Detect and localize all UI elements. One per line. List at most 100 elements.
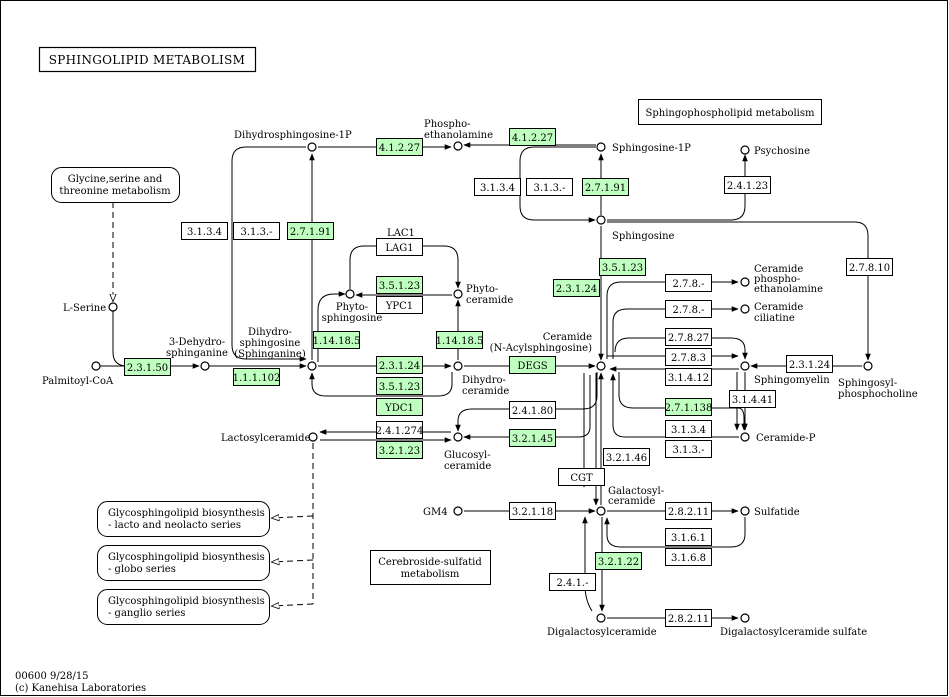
compound-node-ceramide-ciliatine[interactable] — [740, 304, 750, 314]
compound-node-palmitoyl-coa[interactable] — [91, 361, 101, 371]
enzyme-2-7-8-b[interactable]: 2.7.8.- — [665, 300, 712, 318]
map-link-glycosphingolipid-lacto[interactable] — [97, 501, 270, 537]
compound-node-phosphoethanolamine[interactable] — [453, 141, 463, 151]
enzyme-ydc1[interactable]: YDC1 — [376, 398, 423, 416]
enzyme-3-5-1-23-c[interactable]: 3.5.1.23 — [599, 258, 646, 276]
map-link-glycosphingolipid-globo[interactable] — [97, 545, 270, 581]
compound-node-lactosylceramide[interactable] — [308, 432, 318, 442]
enzyme-2-3-1-24-b[interactable]: 2.3.1.24 — [553, 279, 600, 297]
reaction-lines — [100, 142, 871, 621]
enzyme-3-2-1-18[interactable]: 3.2.1.18 — [509, 502, 556, 520]
enzyme-4-1-2-27-a[interactable]: 4.1.2.27 — [376, 138, 423, 156]
enzyme-2-3-1-50[interactable]: 2.3.1.50 — [124, 358, 171, 376]
compound-node-phytosphingosine[interactable] — [345, 289, 355, 299]
enzyme-3-1-3-4-b[interactable]: 3.1.3.4 — [474, 178, 521, 196]
compound-node-sulfatide[interactable] — [740, 506, 750, 516]
enzyme-4-1-2-27-b[interactable]: 4.1.2.27 — [509, 128, 556, 146]
enzyme-2-4-1-80[interactable]: 2.4.1.80 — [509, 401, 556, 419]
enzyme-2-7-8-3[interactable]: 2.7.8.3 — [665, 348, 712, 366]
svg-text:2.7.1.91: 2.7.1.91 — [585, 183, 626, 194]
compound-node-sphingomyelin[interactable] — [740, 361, 750, 371]
enzyme-lag1[interactable]: LAG1 — [376, 238, 423, 256]
enzyme-2-4-1-23[interactable]: 2.4.1.23 — [724, 176, 771, 194]
map-link-sphingophospholipid[interactable] — [638, 99, 822, 125]
enzyme-2-7-8-a[interactable]: 2.7.8.- — [665, 274, 712, 292]
enzyme-3-1-3-c[interactable]: 3.1.3.- — [665, 440, 712, 458]
enzyme-3-2-1-45[interactable]: 3.2.1.45 — [509, 429, 556, 447]
gene-label-lac1: LAC1 — [387, 228, 415, 239]
svg-text:3.1.3.-: 3.1.3.- — [672, 445, 704, 456]
enzyme-2-8-2-11-a[interactable]: 2.8.2.11 — [665, 502, 712, 520]
enzyme-3-2-1-46[interactable]: 3.2.1.46 — [603, 448, 650, 466]
enzyme-3-1-3-a[interactable]: 3.1.3.- — [233, 222, 280, 240]
enzyme-3-1-4-12[interactable]: 3.1.4.12 — [665, 368, 712, 386]
compound-node-sphingosylphosphocholine[interactable] — [863, 361, 873, 371]
compound-node-ceramide-p[interactable] — [740, 432, 750, 442]
enzyme-cgt[interactable]: CGT — [558, 468, 605, 486]
enzyme-1-14-18-5-a[interactable]: 1.14.18.5 — [313, 331, 361, 349]
svg-text:3.1.3.4: 3.1.3.4 — [480, 183, 515, 194]
enzyme-2-4-1-274[interactable]: 2.4.1.274 — [376, 421, 424, 439]
compound-node-digalactosylceramide-sulfate[interactable] — [740, 613, 750, 623]
enzyme-2-7-8-27[interactable]: 2.7.8.27 — [665, 328, 712, 346]
enzyme-1-14-18-5-b[interactable]: 1.14.18.5 — [436, 331, 484, 349]
svg-text:2.4.1.274: 2.4.1.274 — [376, 426, 424, 437]
compound-node-glucosylceramide[interactable] — [453, 432, 463, 442]
enzyme-ypc1[interactable]: YPC1 — [376, 296, 423, 314]
enzyme-3-1-3-4-c[interactable]: 3.1.3.4 — [665, 420, 712, 438]
enzyme-3-5-1-23-a[interactable]: 3.5.1.23 — [376, 276, 423, 294]
enzyme-2-4-1[interactable]: 2.4.1.- — [549, 573, 596, 591]
compound-node-3-dehydrosphinganine[interactable] — [200, 361, 210, 371]
map-link-glycosphingolipid-globo-label: Glycosphingolipid biosynthesis- globo se… — [108, 552, 265, 575]
compound-node-ceramide-phosphoethanolamine[interactable] — [740, 277, 750, 287]
enzyme-2-3-1-24-a[interactable]: 2.3.1.24 — [376, 356, 423, 374]
enzyme-2-8-2-11-b[interactable]: 2.8.2.11 — [665, 609, 712, 627]
svg-text:3.2.1.18: 3.2.1.18 — [512, 507, 553, 518]
compound-node-dihydrosphingosine-1p[interactable] — [307, 142, 317, 152]
svg-text:1.14.18.5: 1.14.18.5 — [313, 336, 361, 347]
enzyme-3-1-6-8[interactable]: 3.1.6.8 — [665, 548, 712, 566]
svg-text:YPC1: YPC1 — [385, 301, 413, 312]
enzyme-2-7-1-91-a[interactable]: 2.7.1.91 — [287, 222, 334, 240]
map-link-glycine-serine-threonine[interactable] — [51, 167, 180, 203]
enzyme-3-2-1-23-a[interactable]: 3.2.1.23 — [376, 441, 423, 459]
compound-node-l-serine[interactable] — [108, 302, 118, 312]
compound-node-galactosylceramide[interactable] — [596, 506, 606, 516]
map-link-cerebroside-sulfatid[interactable] — [370, 550, 491, 585]
enzyme-1-1-1-102[interactable]: 1.1.1.102 — [233, 368, 281, 386]
enzyme-2-7-1-91-b[interactable]: 2.7.1.91 — [582, 178, 629, 196]
svg-text:2.8.2.11: 2.8.2.11 — [668, 614, 709, 625]
compound-label-dihydroceramide: Dihydro-ceramide — [462, 375, 509, 397]
svg-text:3.1.4.41: 3.1.4.41 — [732, 395, 773, 406]
compound-node-psychosine[interactable] — [740, 145, 750, 155]
compound-nodes — [91, 141, 873, 623]
svg-text:2.7.8.-: 2.7.8.- — [672, 305, 704, 316]
svg-text:2.7.8.-: 2.7.8.- — [672, 279, 704, 290]
enzyme-3-1-3-4-a[interactable]: 3.1.3.4 — [181, 222, 228, 240]
compound-node-gm4[interactable] — [453, 506, 463, 516]
enzyme-2-7-8-10[interactable]: 2.7.8.10 — [846, 258, 893, 276]
compound-node-digalactosylceramide[interactable] — [596, 613, 606, 623]
compound-node-sphingosine[interactable] — [596, 215, 606, 225]
enzyme-3-1-4-41[interactable]: 3.1.4.41 — [729, 390, 776, 408]
enzyme-3-5-1-23-b[interactable]: 3.5.1.23 — [376, 377, 423, 395]
svg-text:2.4.1.23: 2.4.1.23 — [727, 181, 768, 192]
enzyme-2-3-1-24-c[interactable]: 2.3.1.24 — [786, 355, 833, 373]
enzyme-degs[interactable]: DEGS — [509, 356, 556, 374]
map-link-glycosphingolipid-ganglio[interactable] — [97, 589, 270, 625]
enzyme-3-1-6-1[interactable]: 3.1.6.1 — [665, 528, 712, 546]
compound-label-lactosylceramide: Lactosylceramide — [221, 433, 311, 444]
svg-text:2.7.8.10: 2.7.8.10 — [849, 263, 890, 274]
enzyme-3-1-3-b[interactable]: 3.1.3.- — [526, 178, 573, 196]
compound-node-ceramide[interactable] — [596, 361, 606, 371]
compound-node-phytoceramide[interactable] — [453, 289, 463, 299]
svg-text:2.7.1.138: 2.7.1.138 — [665, 403, 713, 414]
svg-text:3.5.1.23: 3.5.1.23 — [602, 263, 643, 274]
compound-node-dihydrosphingosine[interactable] — [307, 361, 317, 371]
compound-node-sphingosine-1p[interactable] — [596, 142, 606, 152]
enzyme-3-2-1-22[interactable]: 3.2.1.22 — [595, 552, 642, 570]
compound-node-dihydroceramide[interactable] — [453, 361, 463, 371]
enzyme-2-7-1-138[interactable]: 2.7.1.138 — [665, 398, 713, 416]
